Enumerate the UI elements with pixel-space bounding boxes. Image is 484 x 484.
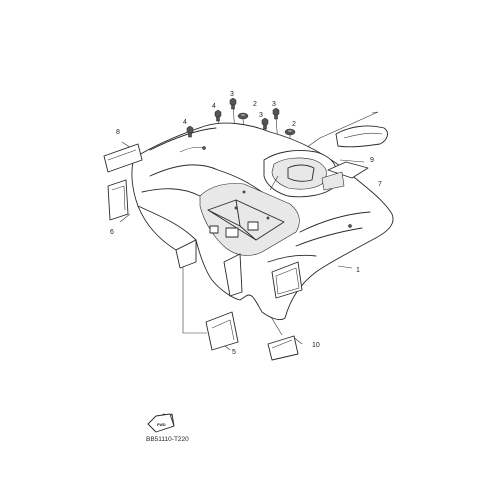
callout-6: 6 <box>110 229 114 236</box>
grommet-icon <box>237 112 249 120</box>
callout-4: 4 <box>212 103 216 110</box>
side-pad-part-8 <box>103 143 143 173</box>
bolt-icon <box>186 125 194 138</box>
drawing-code: BB51110-T220 <box>146 436 189 443</box>
fwd-label: FWD <box>157 423 166 427</box>
callout-3: 3 <box>259 112 263 119</box>
bolt-icon <box>229 97 237 110</box>
callout-9: 9 <box>370 157 374 164</box>
mud-flap-part-10 <box>267 335 299 361</box>
storage-box <box>263 149 337 198</box>
callout-10: 10 <box>312 342 320 349</box>
mud-flap-part-5 <box>205 311 239 351</box>
callout-2: 2 <box>253 101 257 108</box>
callout-4: 4 <box>183 119 187 126</box>
fwd-arrow-icon: FWD <box>147 413 175 433</box>
callout-1: 1 <box>356 267 360 274</box>
side-pad-part-6 <box>107 179 129 221</box>
callout-7: 7 <box>378 181 382 188</box>
bolt-icon <box>272 107 280 120</box>
bolt-icon <box>214 109 222 122</box>
rear-fender-part-1 <box>131 122 394 321</box>
callout-3: 3 <box>230 91 234 98</box>
callout-2: 2 <box>292 121 296 128</box>
fasteners <box>186 97 296 138</box>
callout-labels: 1 2 2 3 3 3 4 4 5 6 7 8 9 10 <box>110 91 382 356</box>
callout-5: 5 <box>232 349 236 356</box>
cover-part-9 <box>335 125 388 148</box>
grommet-icon <box>284 128 296 136</box>
callout-3: 3 <box>272 101 276 108</box>
callout-8: 8 <box>116 129 120 136</box>
cover-part-7 <box>321 161 369 191</box>
bolt-icon <box>261 117 269 130</box>
